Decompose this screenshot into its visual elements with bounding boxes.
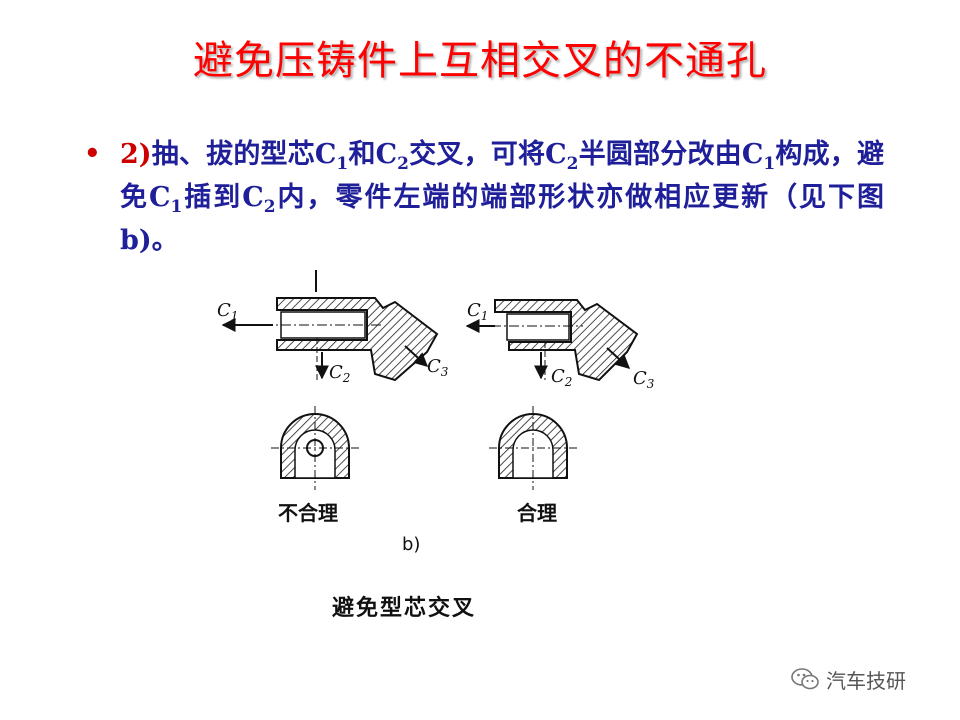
subscript: 2: [263, 197, 276, 217]
subscript: 1: [763, 154, 776, 174]
figure-caption: 避免型芯交叉: [332, 596, 477, 621]
text-run: 抽、拔的型芯C: [151, 139, 337, 170]
core-crossing-figure: C1 C2 C3 C1 C2 C3 不合理 合理 b) 避免型芯交叉: [205, 268, 705, 628]
figure-drawing: C1 C2 C3 C1 C2 C3: [217, 270, 655, 490]
label-c3-right: C3: [633, 368, 655, 391]
label-c1-right: C1: [467, 300, 488, 323]
label-reasonable: 合理: [517, 501, 557, 525]
label-unreasonable: 不合理: [278, 501, 338, 525]
label-c1-left: C1: [217, 300, 238, 323]
subscript: 1: [336, 154, 349, 174]
casting-section-bad: [221, 270, 439, 382]
label-c3-left: C3: [427, 356, 449, 379]
watermark: 汽车技研: [790, 664, 940, 694]
bullet-item: • 2)抽、拔的型芯C1和C2交叉，可将C2半圆部分改由C1构成，避免C1插到C…: [84, 133, 884, 262]
end-view-bad: [271, 406, 359, 490]
text-run: 交叉，可将C: [409, 139, 567, 170]
slide-title: 避免压铸件上互相交叉的不通孔: [193, 38, 767, 84]
text-run: 和C: [348, 139, 398, 170]
subscript: 2: [397, 154, 409, 174]
casting-section-good: [465, 299, 639, 382]
label-c2-left: C2: [329, 362, 350, 385]
subscript: 2: [566, 154, 579, 174]
bullet-marker: •: [84, 139, 101, 169]
text-run: 构成，避免C: [120, 139, 884, 213]
text-run: 半圆部分改由C: [578, 139, 764, 170]
figure-sub-label: b): [402, 534, 421, 555]
label-c2-right: C2: [551, 366, 572, 389]
wechat-icon: [791, 668, 819, 690]
bullet-text: 2)抽、拔的型芯C1和C2交叉，可将C2半圆部分改由C1构成，避免C1插到C2内…: [120, 133, 884, 262]
subscript: 1: [170, 197, 183, 217]
watermark-text: 汽车技研: [826, 668, 906, 693]
end-view-good: [489, 406, 577, 490]
text-run: 内，零件左端的端部形状亦做相应更新（见下图b)。: [120, 182, 884, 256]
text-run: 插到C: [182, 182, 264, 213]
bullet-number: 2): [120, 139, 152, 170]
